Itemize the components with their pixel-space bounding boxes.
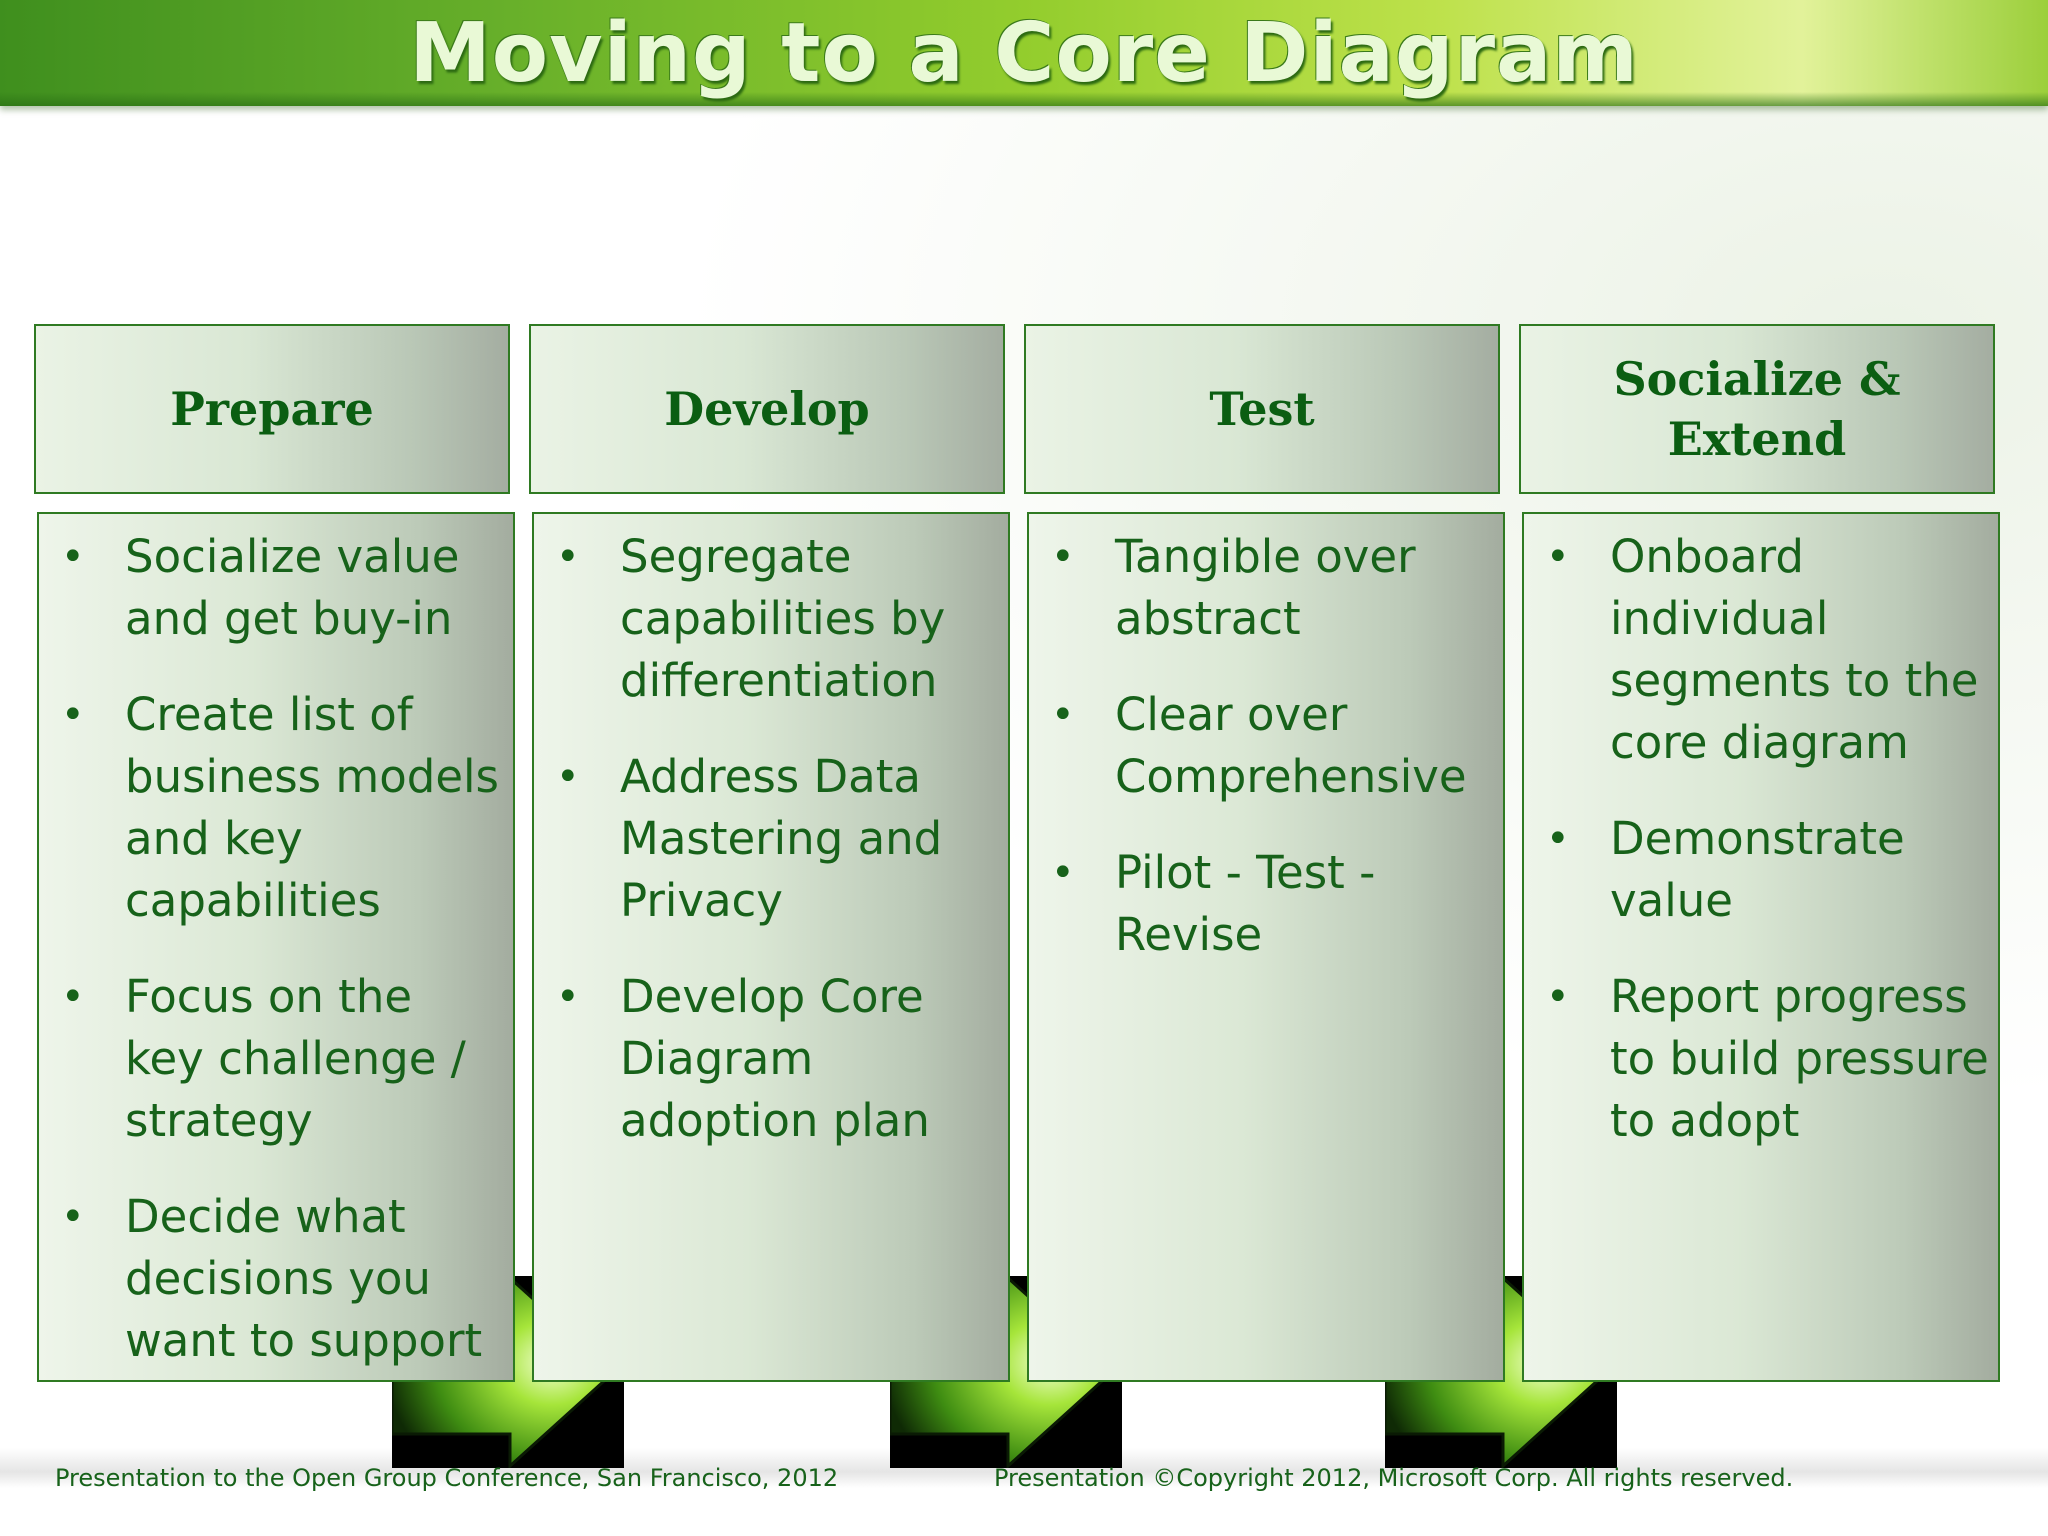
bullet-text: Pilot - Test - Revise	[1115, 846, 1376, 961]
bullet-text: Report progress to build pressure to ado…	[1610, 970, 1989, 1147]
bullet-text: Tangible over abstract	[1115, 530, 1416, 645]
bullet-icon: •	[556, 534, 580, 580]
bullet-text: Develop Core Diagram adoption plan	[620, 970, 930, 1147]
list-item: • Create list of business models and key …	[39, 684, 505, 932]
bullet-list: • Onboard individual segments to the core…	[1524, 514, 1998, 1152]
list-item: • Clear over Comprehensive	[1029, 684, 1495, 808]
bullet-text: Create list of business models and key c…	[125, 688, 499, 927]
stage-header-label: Socialize & Extend	[1613, 352, 1901, 466]
bullet-text: Demonstrate value	[1610, 812, 1905, 927]
list-item: • Demonstrate value	[1524, 808, 1990, 932]
bullet-icon: •	[1546, 974, 1570, 1020]
list-item: • Socialize value and get buy-in	[39, 526, 505, 650]
list-item: • Address Data Mastering and Privacy	[534, 746, 1000, 932]
bullet-icon: •	[1546, 534, 1570, 580]
list-item: • Report progress to build pressure to ad…	[1524, 966, 1990, 1152]
stage-header-label: Prepare	[170, 382, 374, 436]
stage-body-prepare: • Socialize value and get buy-in • Create …	[37, 512, 515, 1382]
list-item: • Focus on the key challenge / strategy	[39, 966, 505, 1152]
bullet-list: • Tangible over abstract • Clear over Comp…	[1029, 514, 1503, 966]
bullet-icon: •	[1051, 850, 1075, 896]
bullet-icon: •	[61, 974, 85, 1020]
stage-header-prepare: Prepare	[34, 324, 510, 494]
stage-header-test: Test	[1024, 324, 1500, 494]
stage-body-test: • Tangible over abstract • Clear over Comp…	[1027, 512, 1505, 1382]
bullet-icon: •	[61, 534, 85, 580]
page-title: Moving to a Core Diagram	[409, 6, 1639, 101]
stage-header-develop: Develop	[529, 324, 1005, 494]
bullet-text: Clear over Comprehensive	[1115, 688, 1467, 803]
stage-body-develop: • Segregate capabilities by differentiati…	[532, 512, 1010, 1382]
footer-conference: Presentation to the Open Group Conferenc…	[55, 1464, 839, 1492]
bullet-text: Decide what decisions you want to suppor…	[125, 1190, 483, 1367]
bullet-icon: •	[556, 754, 580, 800]
bullet-text: Segregate capabilities by differentiatio…	[620, 530, 946, 707]
stage-header-label: Test	[1209, 382, 1315, 436]
footer-copyright: Presentation ©Copyright 2012, Microsoft …	[994, 1464, 1794, 1492]
list-item: • Segregate capabilities by differentiati…	[534, 526, 1000, 712]
list-item: • Decide what decisions you want to suppo…	[39, 1186, 505, 1372]
bullet-text: Onboard individual segments to the core …	[1610, 530, 1979, 769]
bullet-icon: •	[1051, 534, 1075, 580]
bullet-text: Socialize value and get buy-in	[125, 530, 460, 645]
stage-header-socialize-extend: Socialize & Extend	[1519, 324, 1995, 494]
bullet-icon: •	[61, 1194, 85, 1240]
bullet-list: • Socialize value and get buy-in • Create …	[39, 514, 513, 1372]
list-item: • Tangible over abstract	[1029, 526, 1495, 650]
list-item: • Pilot - Test - Revise	[1029, 842, 1495, 966]
bullet-icon: •	[1051, 692, 1075, 738]
stage-header-label: Develop	[664, 382, 870, 436]
bullet-icon: •	[1546, 816, 1570, 862]
title-banner	[0, 0, 2048, 106]
bullet-list: • Segregate capabilities by differentiati…	[534, 514, 1008, 1152]
bullet-text: Address Data Mastering and Privacy	[620, 750, 943, 927]
stage-body-socialize-extend: • Onboard individual segments to the core…	[1522, 512, 2000, 1382]
bullet-icon: •	[61, 692, 85, 738]
list-item: • Onboard individual segments to the core…	[1524, 526, 1990, 774]
bullet-icon: •	[556, 974, 580, 1020]
list-item: • Develop Core Diagram adoption plan	[534, 966, 1000, 1152]
bullet-text: Focus on the key challenge / strategy	[125, 970, 466, 1147]
